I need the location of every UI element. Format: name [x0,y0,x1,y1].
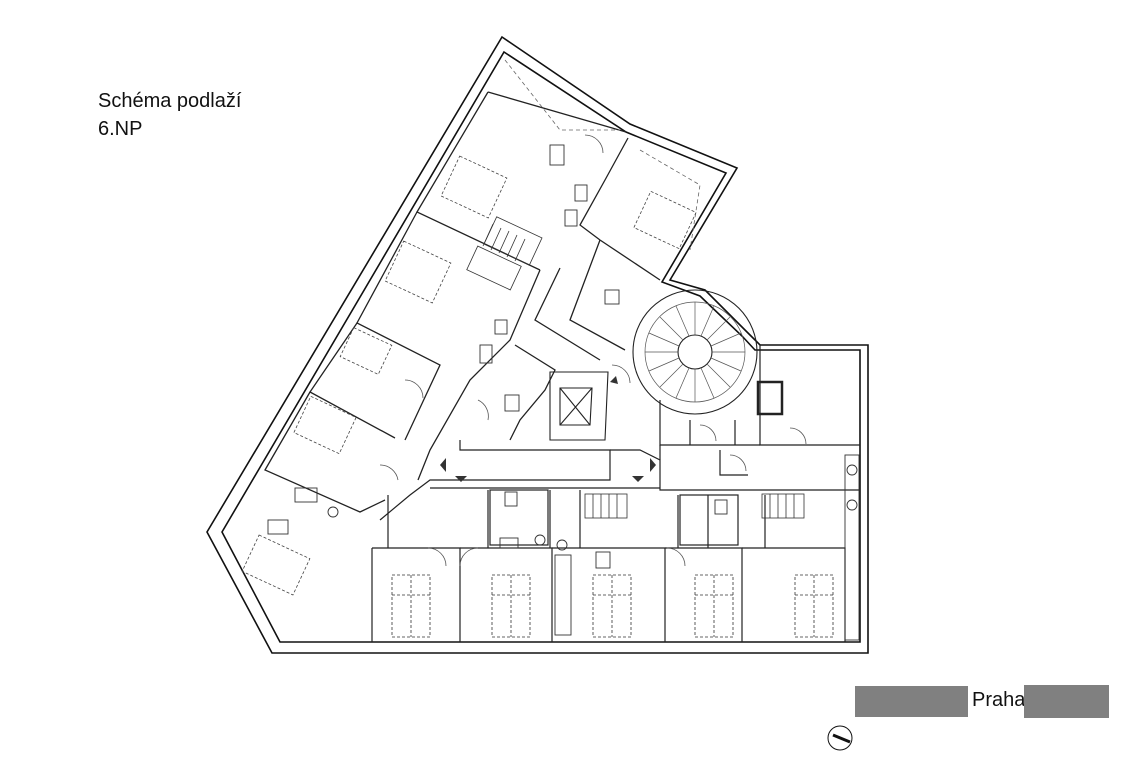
door-swing [459,547,479,567]
stair-step [482,223,494,247]
sink [327,506,339,518]
redacted-text-block [1024,685,1109,718]
corridor-wall [417,269,541,481]
room-partition [759,345,860,446]
building-outer-wall [206,35,869,654]
elevator-cross [559,387,591,426]
building-inner-wall [221,50,861,643]
sink [556,539,568,551]
entry-arrow-icon [650,458,656,472]
plan-title: Schéma podlaží [98,90,242,112]
door-swing [379,464,399,481]
bed [241,534,311,596]
north-arrow-icon [827,725,853,751]
roof-line [504,59,620,131]
staircase [584,493,628,519]
unit-wall [742,547,846,642]
bathroom-fixture [499,537,519,549]
spiral-staircase [632,289,758,415]
bathroom [489,489,549,546]
door-swing [611,364,631,384]
corridor-wall [534,267,601,361]
bathroom-fixture [479,344,493,364]
kitchen-unit [574,184,588,202]
room-partition [659,400,760,446]
door-swing [584,134,604,154]
bathroom [679,494,739,546]
bathroom-fixture [714,499,728,515]
bed [293,395,357,455]
room-partition [309,322,396,439]
elevator-shaft [549,371,609,441]
entry-arrow-icon [440,458,446,472]
corridor-wall [509,344,556,441]
room-partition [264,391,386,513]
room-partition [599,239,661,281]
sink [846,499,858,511]
room-partition [356,211,441,441]
bed [440,155,508,219]
city-label: Praha [972,689,1026,711]
floor-label: 6.NP [98,118,143,140]
bathroom-fixture [504,394,520,412]
door-swing [477,399,489,421]
bathroom-fixture [494,319,508,335]
sink [846,464,858,476]
kitchen-unit [267,519,289,535]
roof-line [639,149,701,251]
redacted-text-block [855,686,968,717]
kitchen-unit [549,144,565,166]
stair-step [490,227,502,251]
entry-arrow-icon [455,476,467,482]
door-swing [404,379,424,399]
entry-arrow-icon [610,376,618,384]
bed [384,240,452,304]
room-partition [487,91,627,133]
door-swing [666,547,686,567]
door-swing [427,547,447,567]
bathroom-fixture [504,491,518,507]
door-swing [729,454,747,472]
corridor-wall [379,440,611,521]
kitchen-unit [564,209,578,227]
room-partition [579,137,629,241]
kitchen-unit [844,454,860,641]
bed [339,327,393,375]
staircase [466,245,522,291]
stair-step [506,234,518,258]
staircase [761,493,805,519]
kitchen-unit [554,554,572,636]
stair-step [498,230,510,254]
door-swing [789,427,807,445]
bed [633,190,697,250]
bathroom-fixture [604,289,620,305]
unit-wall [372,547,461,642]
chimney-shaft [756,380,784,416]
elevator-cross [559,387,593,426]
spiral-steps [645,302,745,402]
spiral-staircase-core [677,334,713,370]
stair-step [514,238,526,262]
corridor-wall [719,450,748,476]
kitchen-unit [294,487,318,503]
sink [534,534,546,546]
kitchen-unit [595,551,611,569]
corridor-wall [569,239,626,351]
unit-wall [460,547,553,642]
entry-arrow-icon [632,476,644,482]
room-partition [416,91,541,271]
door-swing [699,424,717,442]
